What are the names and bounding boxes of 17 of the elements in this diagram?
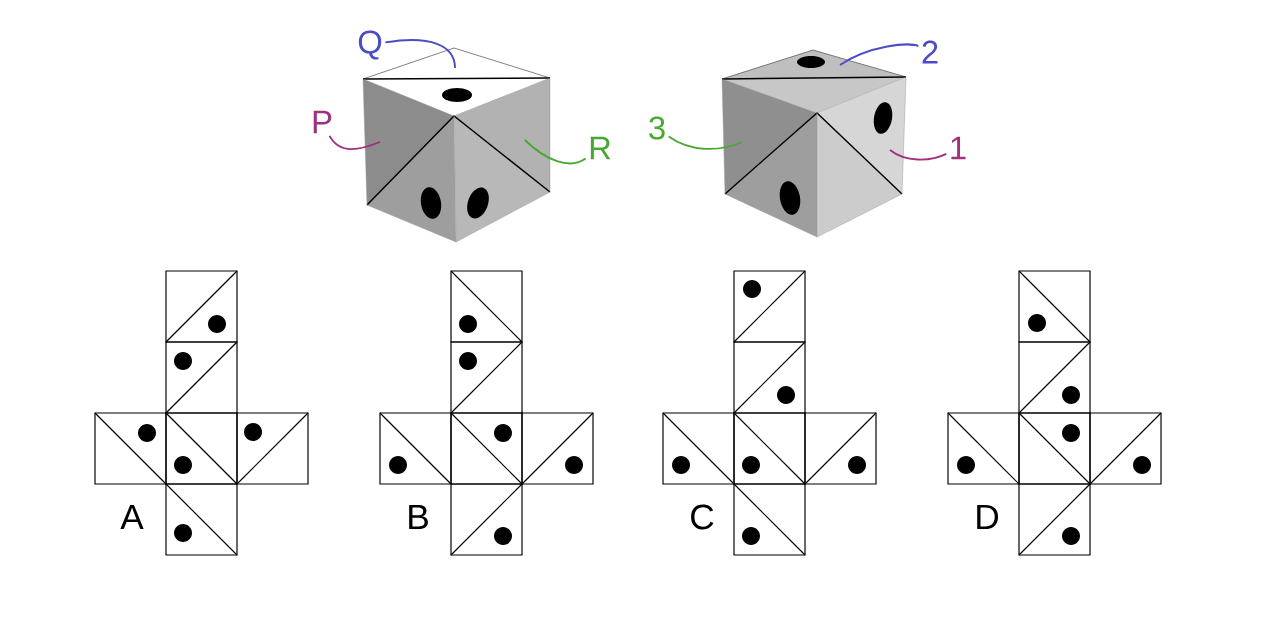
leader-line — [889, 149, 948, 161]
face-label: P — [313, 110, 332, 134]
face-label: Q — [358, 30, 382, 60]
option-letter: D — [977, 504, 998, 530]
option-letter: A — [120, 504, 144, 530]
face-label: 2 — [922, 40, 938, 64]
option-letter: C — [691, 504, 714, 530]
leader-line — [328, 134, 381, 151]
face-label: R — [590, 136, 611, 160]
leader-line — [384, 39, 456, 69]
cube-drawing — [721, 49, 907, 238]
face-label: 3 — [649, 116, 665, 140]
face-label: 1 — [951, 136, 966, 160]
leader-line — [839, 43, 920, 66]
option-letter: B — [409, 504, 428, 530]
leader-line — [667, 135, 743, 150]
leader-line — [524, 139, 587, 165]
